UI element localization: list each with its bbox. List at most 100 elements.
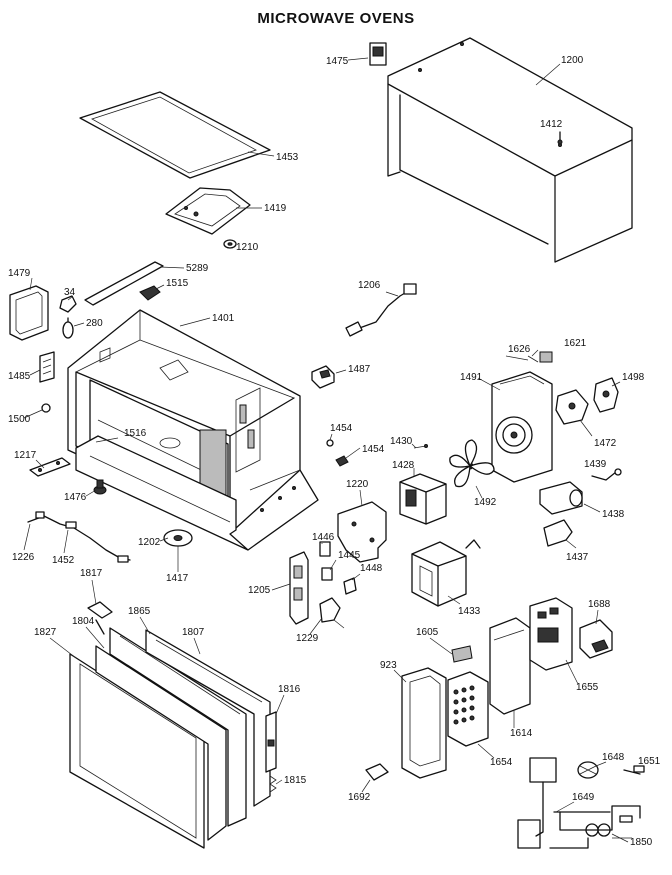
part-1475-card xyxy=(347,42,387,66)
part-1454-screws xyxy=(326,439,349,467)
label-1453: 1453 xyxy=(276,152,299,163)
label-1621: 1621 xyxy=(564,338,587,349)
label-1500: 1500 xyxy=(8,414,31,425)
label-1452: 1452 xyxy=(52,555,75,566)
label-1439: 1439 xyxy=(584,459,607,470)
part-1437-bracket xyxy=(543,519,577,549)
part-1439-sensor xyxy=(591,468,622,481)
part-1649-1850-schematic xyxy=(517,757,641,849)
label-1229: 1229 xyxy=(296,633,319,644)
part-1651-wire xyxy=(623,765,645,775)
label-1205: 1205 xyxy=(248,585,271,596)
label-1202: 1202 xyxy=(138,537,161,548)
part-1472-thermal xyxy=(555,389,593,437)
label-1648: 1648 xyxy=(602,752,625,763)
part-1412-screw xyxy=(557,131,563,145)
label-1438: 1438 xyxy=(602,509,625,520)
part-1479-cover xyxy=(9,285,49,341)
part-1688 xyxy=(579,619,613,659)
label-1200: 1200 xyxy=(561,55,584,66)
part-1815-spring xyxy=(269,775,277,793)
part-1417-motor xyxy=(163,529,193,547)
label-1437: 1437 xyxy=(566,552,589,563)
label-1220: 1220 xyxy=(346,479,369,490)
part-1210-washer xyxy=(223,239,237,249)
label-1804: 1804 xyxy=(72,616,95,627)
label-1865: 1865 xyxy=(128,606,151,617)
part-1217-hinge xyxy=(29,457,71,477)
diagram-title: MICROWAVE OVENS xyxy=(257,10,415,27)
label-1401: 1401 xyxy=(212,313,235,324)
label-1206: 1206 xyxy=(358,280,381,291)
part-1605-display-window xyxy=(451,645,473,663)
part-1692 xyxy=(365,763,389,781)
part-1492-fan-blade xyxy=(449,439,495,488)
part-1220-bracket xyxy=(337,501,387,563)
part-1485-label xyxy=(39,351,55,383)
label-1226: 1226 xyxy=(12,552,35,563)
label-1454a: 1454 xyxy=(330,423,353,434)
label-1448: 1448 xyxy=(360,563,383,574)
label-1655: 1655 xyxy=(576,682,599,693)
part-1807-door-screen xyxy=(145,629,271,807)
label-1479: 1479 xyxy=(8,268,31,279)
label-1516: 1516 xyxy=(124,428,147,439)
part-1202-base xyxy=(75,435,319,551)
part-1446-1445-1448 xyxy=(319,541,357,595)
part-280-lamp xyxy=(62,317,74,339)
label-1515: 1515 xyxy=(166,278,189,289)
part-1226-1452-harness xyxy=(27,511,131,563)
part-1614-board xyxy=(489,617,531,715)
part-1419-stirrer-cover xyxy=(165,187,262,235)
part-1428-capacitor xyxy=(399,473,447,525)
label-1605: 1605 xyxy=(416,627,439,638)
part-1498-motor xyxy=(593,377,619,413)
part-labels: 1475 1200 1412 1453 1419 1210 1479 5289 … xyxy=(8,55,661,848)
label-1614: 1614 xyxy=(510,728,533,739)
label-1472: 1472 xyxy=(594,438,617,449)
label-1412: 1412 xyxy=(540,119,563,130)
label-1476: 1476 xyxy=(64,492,87,503)
part-1476-foot xyxy=(93,479,107,495)
part-1516-latch xyxy=(95,437,119,443)
label-1688: 1688 xyxy=(588,599,611,610)
label-1217: 1217 xyxy=(14,450,37,461)
label-34: 34 xyxy=(64,287,76,298)
part-1816-door-latch xyxy=(265,711,277,773)
part-1654-keypad xyxy=(447,671,489,747)
label-280: 280 xyxy=(86,318,103,329)
label-1816: 1816 xyxy=(278,684,301,695)
label-1428: 1428 xyxy=(392,460,415,471)
part-5289-rail xyxy=(84,261,185,306)
part-1453-glass-plate xyxy=(79,91,275,179)
label-1475: 1475 xyxy=(326,56,349,67)
label-1807: 1807 xyxy=(182,627,205,638)
label-1649: 1649 xyxy=(572,792,595,803)
label-1491: 1491 xyxy=(460,372,483,383)
label-1487: 1487 xyxy=(348,364,371,375)
label-1433: 1433 xyxy=(458,606,481,617)
label-1626: 1626 xyxy=(508,344,531,355)
part-1626-1621 xyxy=(527,349,553,363)
part-1515-switch xyxy=(139,284,165,301)
part-1500-grommet xyxy=(41,403,51,413)
label-1417: 1417 xyxy=(166,573,189,584)
label-5289: 5289 xyxy=(186,263,209,274)
label-1492: 1492 xyxy=(474,497,497,508)
label-1651: 1651 xyxy=(638,756,661,767)
label-1498: 1498 xyxy=(622,372,645,383)
part-1200-cabinet xyxy=(387,37,633,263)
label-1692: 1692 xyxy=(348,792,371,803)
part-1430-terminal xyxy=(413,444,428,449)
part-34-bracket xyxy=(59,295,77,313)
part-1205-interlock xyxy=(289,551,309,625)
label-1210: 1210 xyxy=(236,242,259,253)
label-1654: 1654 xyxy=(490,757,513,768)
part-1804-door-panel xyxy=(95,645,227,841)
part-1487-bracket xyxy=(311,365,347,389)
label-1419: 1419 xyxy=(264,203,287,214)
leader-lines xyxy=(23,277,629,843)
part-923-control-frame xyxy=(401,667,447,779)
label-1430: 1430 xyxy=(390,436,413,447)
